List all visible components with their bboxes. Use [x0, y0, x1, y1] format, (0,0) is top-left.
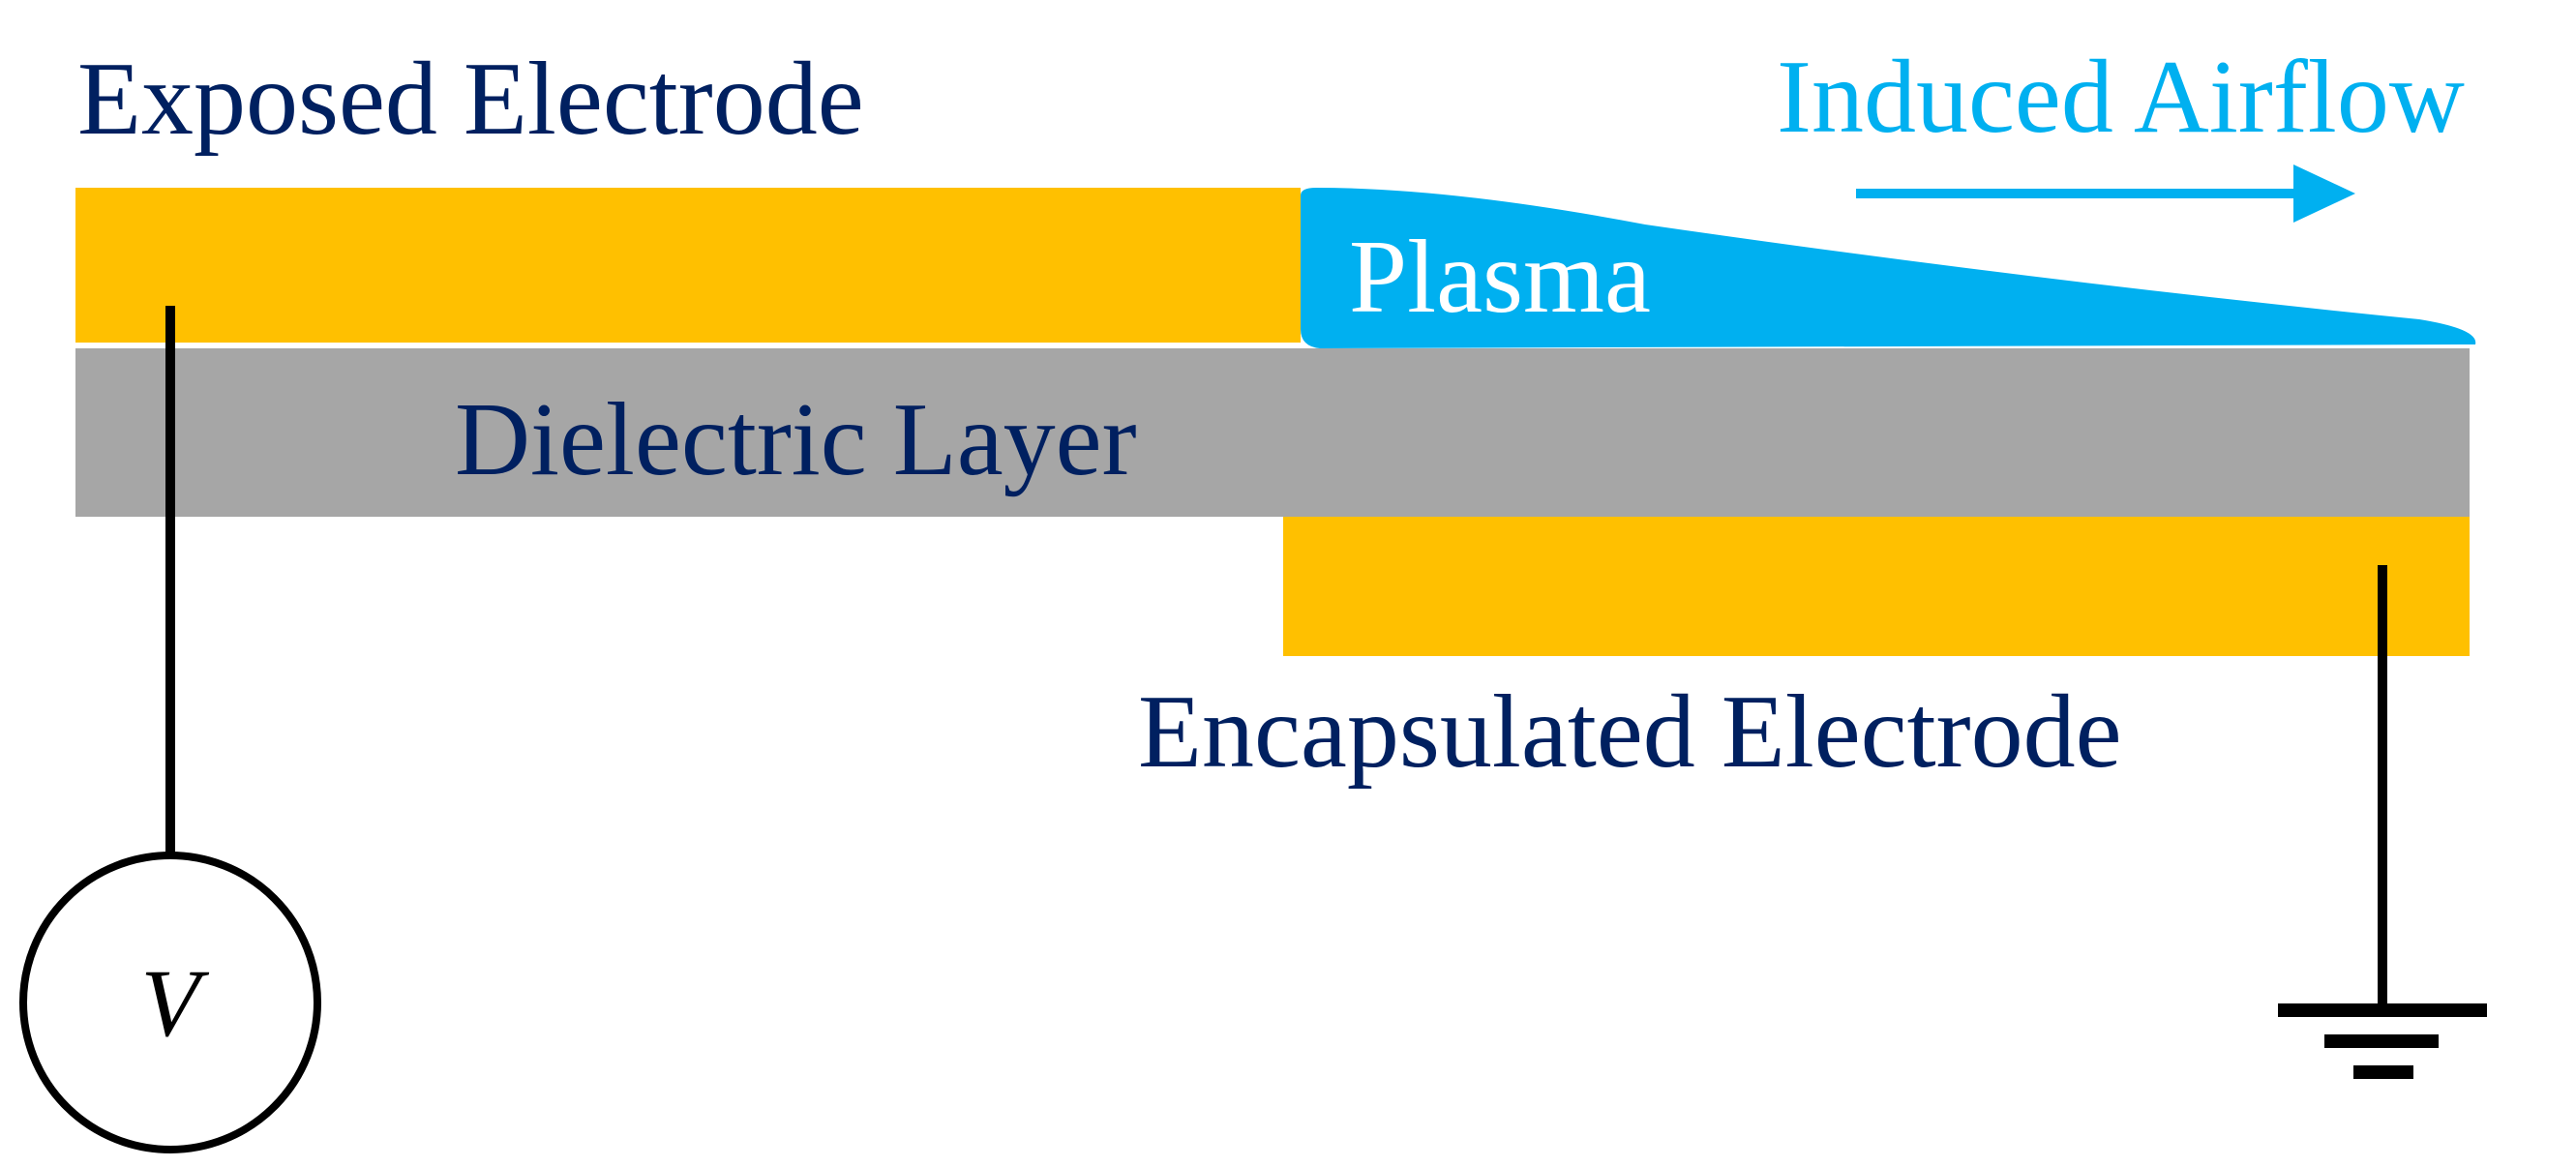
plasma-region: [1301, 188, 2476, 348]
dielectric-layer: [75, 348, 2470, 517]
voltage-source-circle: [19, 852, 321, 1153]
voltage-source-label: V: [140, 949, 209, 1057]
exposed-electrode-label: Exposed Electrode: [77, 42, 864, 157]
exposed-electrode: [75, 188, 1301, 343]
ground-icon: [2278, 1003, 2487, 1079]
induced-airflow-label: Induced Airflow: [1777, 40, 2465, 155]
plasma-label: Plasma: [1349, 220, 1651, 335]
airflow-arrow-head: [2293, 165, 2355, 223]
ac-voltage-source-icon: V: [19, 852, 321, 1153]
arrow-right-icon: [1856, 165, 2355, 223]
encapsulated-electrode-label: Encapsulated Electrode: [1138, 674, 2122, 790]
dielectric-layer-label: Dielectric Layer: [455, 382, 1137, 497]
encapsulated-electrode: [1283, 517, 2470, 656]
